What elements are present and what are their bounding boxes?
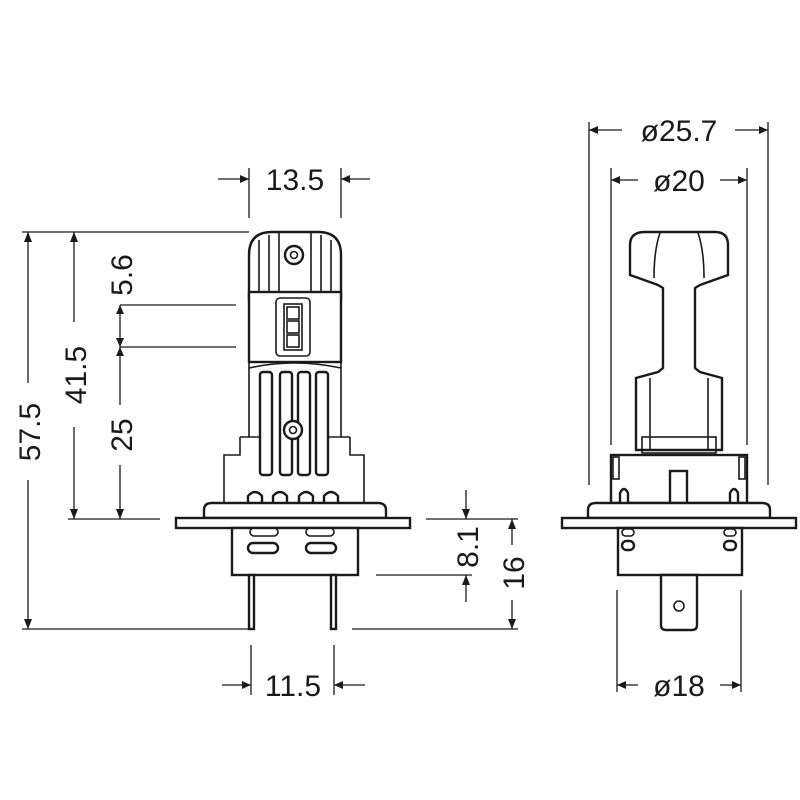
- dim-pin-spacing: 11.5: [265, 670, 321, 703]
- dim-base-diameter: ø18: [653, 670, 705, 703]
- pin: [247, 573, 256, 631]
- screw-icon: [283, 244, 305, 266]
- front-view-bulb: [560, 230, 798, 632]
- screw-icon: [282, 419, 304, 441]
- led-window: [275, 297, 311, 357]
- pin: [329, 573, 338, 631]
- dim-height-to-flange: 41.5: [60, 346, 93, 404]
- led-chip-icon: [286, 306, 300, 320]
- dim-flange-diameter: ø25.7: [641, 115, 718, 148]
- dim-led-window: 5.6: [106, 254, 139, 296]
- dim-led-to-flange: 25: [106, 418, 139, 451]
- dim-flange-to-pin-end: 16: [498, 556, 531, 589]
- side-view-bulb: [174, 230, 412, 631]
- front-view-dimensions: ø25.7 ø20 ø18: [588, 115, 769, 703]
- side-view-dimensions: 13.5 57.5 41.5 5.6 25: [14, 164, 531, 703]
- dim-head-width: 13.5: [266, 164, 324, 197]
- dim-total-height: 57.5: [14, 403, 47, 461]
- dim-flange-to-base: 8.1: [452, 526, 485, 568]
- dim-body-diameter: ø20: [653, 165, 705, 198]
